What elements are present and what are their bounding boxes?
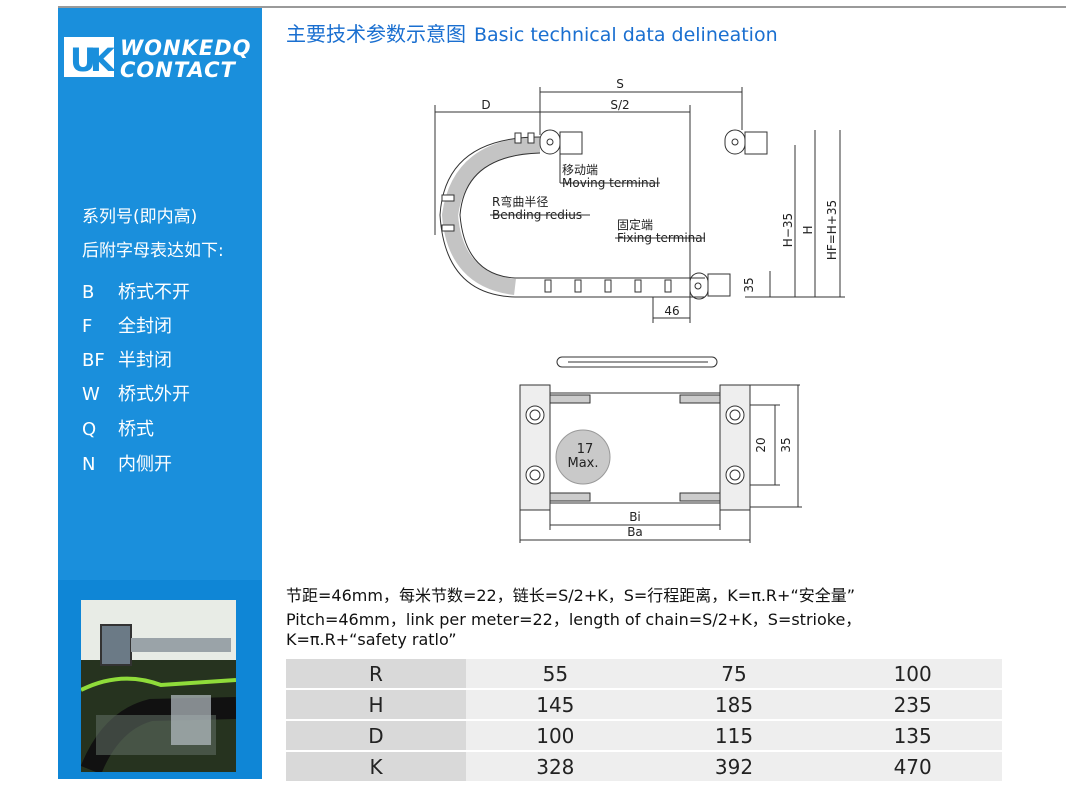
cell: 185 xyxy=(644,689,824,721)
label-h35: H−35 xyxy=(781,213,795,247)
logo-mark: UK xyxy=(64,37,115,79)
moving-en: Moving terminal xyxy=(562,176,659,190)
series-note-line2: 后附字母表达如下: xyxy=(82,241,224,261)
cell: 235 xyxy=(823,689,1002,721)
table-row: K 328 392 470 xyxy=(286,751,1002,783)
label-s-half: S/2 xyxy=(610,98,629,112)
max-value: 17 xyxy=(577,442,594,457)
cell: 145 xyxy=(466,689,645,721)
parameters-table: R 55 75 100 H 145 185 235 D 100 115 135 … xyxy=(286,657,1002,783)
notes-line1: 节距=46mm，每米节数=22，链长=S/2+K，S=行程距离，K=π.R+“安… xyxy=(286,586,856,605)
row-label: R xyxy=(286,657,466,690)
table-row: H 145 185 235 xyxy=(286,689,1002,721)
fixing-cn: 固定端 xyxy=(617,217,653,232)
label-bi: Bi xyxy=(629,510,641,524)
cell: 55 xyxy=(466,657,645,690)
label-46: 46 xyxy=(664,304,679,318)
cell: 470 xyxy=(823,751,1002,783)
top-divider xyxy=(58,6,1066,8)
label-s: S xyxy=(616,77,624,91)
brand-logo: UK WONKEDQ CONTACT xyxy=(64,31,260,91)
logo-text: WONKEDQ CONTACT xyxy=(120,36,252,82)
cell: 100 xyxy=(823,657,1002,690)
fixing-en: Fixing terminal xyxy=(617,231,706,245)
label-35: 35 xyxy=(742,277,756,292)
row-label: K xyxy=(286,751,466,783)
moving-cn: 移动端 xyxy=(562,163,598,177)
notes-line3: K=π.R+“safety ratlo” xyxy=(286,630,457,649)
label-ba: Ba xyxy=(627,525,643,539)
cell: 100 xyxy=(466,720,645,752)
row-label: H xyxy=(286,689,466,721)
cell: 135 xyxy=(823,720,1002,752)
series-note-line1: 系列号(即内高) xyxy=(82,207,198,227)
table-row: R 55 75 100 xyxy=(286,657,1002,690)
label-35b: 35 xyxy=(779,437,793,452)
max-label: Max. xyxy=(567,456,598,471)
cell: 328 xyxy=(466,751,645,783)
label-h: H xyxy=(801,225,815,234)
notes-line2: Pitch=46mm，link per meter=22，length of c… xyxy=(286,610,862,629)
row-label: D xyxy=(286,720,466,752)
label-hf: HF=H+35 xyxy=(825,200,839,260)
bending-cn: R弯曲半径 xyxy=(492,194,548,209)
label-d: D xyxy=(481,98,490,112)
technical-diagram: S S/2 D 移动端 Moving terminal R弯曲半径 Bendin… xyxy=(434,77,845,543)
max-badge xyxy=(555,429,611,485)
cell: 392 xyxy=(644,751,824,783)
product-photo xyxy=(81,600,236,772)
bending-en: Bending redius xyxy=(492,208,582,222)
cell: 115 xyxy=(644,720,824,752)
label-20: 20 xyxy=(754,437,768,452)
cell: 75 xyxy=(644,657,824,690)
table-row: D 100 115 135 xyxy=(286,720,1002,752)
